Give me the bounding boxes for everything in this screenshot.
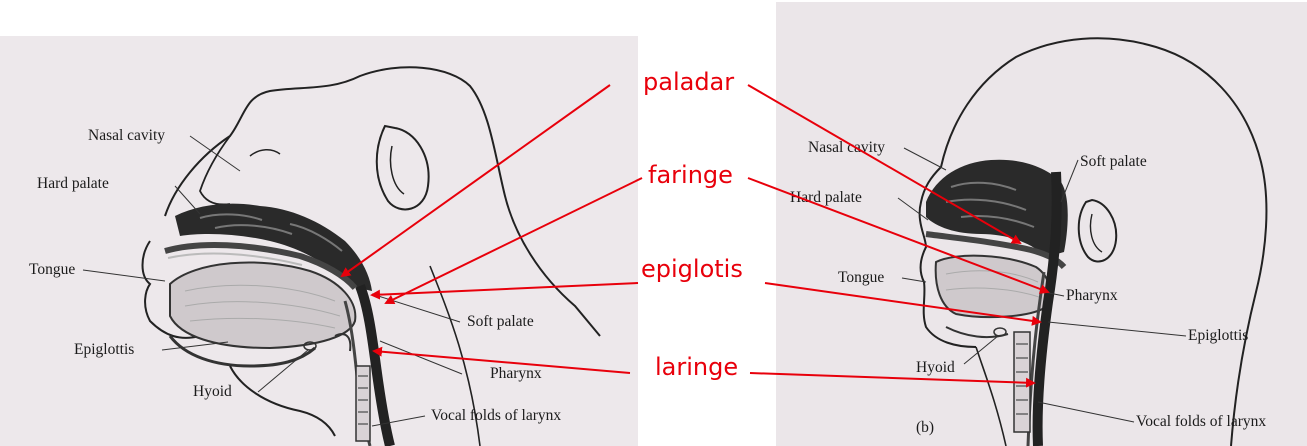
figure-b-label-hard-palate: Hard palate [790, 190, 862, 206]
figure-a-head-illustration [0, 36, 638, 446]
figure-b-label-epiglottis: Epiglottis [1188, 328, 1248, 344]
figure-a-label-soft-palate: Soft palate [467, 314, 534, 330]
figure-b-label-vocal-folds: Vocal folds of larynx [1136, 414, 1266, 430]
annotation-epiglotis: epiglotis [638, 257, 746, 281]
figure-b-label-pharynx: Pharynx [1066, 288, 1118, 304]
figure-a-label-epiglottis: Epiglottis [74, 342, 134, 358]
figure-a-label-hard-palate: Hard palate [37, 176, 109, 192]
figure-b-label-nasal-cavity: Nasal cavity [808, 140, 885, 156]
figure-b-label-hyoid: Hyoid [916, 360, 955, 376]
figure-a-label-hyoid: Hyoid [193, 384, 232, 400]
figure-b-head-illustration [776, 2, 1307, 446]
figure-b-panel-tag: (b) [916, 420, 934, 436]
figure-a-label-pharynx: Pharynx [490, 366, 542, 382]
annotation-laringe: laringe [652, 355, 741, 379]
figure-b-panel: Nasal cavity Soft palate Hard palate Ton… [776, 2, 1307, 446]
figure-b-label-soft-palate: Soft palate [1080, 154, 1147, 170]
annotation-faringe: faringe [645, 163, 736, 187]
annotation-paladar: paladar [640, 70, 737, 94]
figure-a-label-tongue: Tongue [29, 262, 75, 278]
figure-a-label-nasal-cavity: Nasal cavity [88, 128, 165, 144]
figure-b-label-tongue: Tongue [838, 270, 884, 286]
figure-a-panel: Nasal cavity Hard palate Tongue Epiglott… [0, 36, 638, 446]
figure-a-label-vocal-folds: Vocal folds of larynx [431, 408, 561, 424]
